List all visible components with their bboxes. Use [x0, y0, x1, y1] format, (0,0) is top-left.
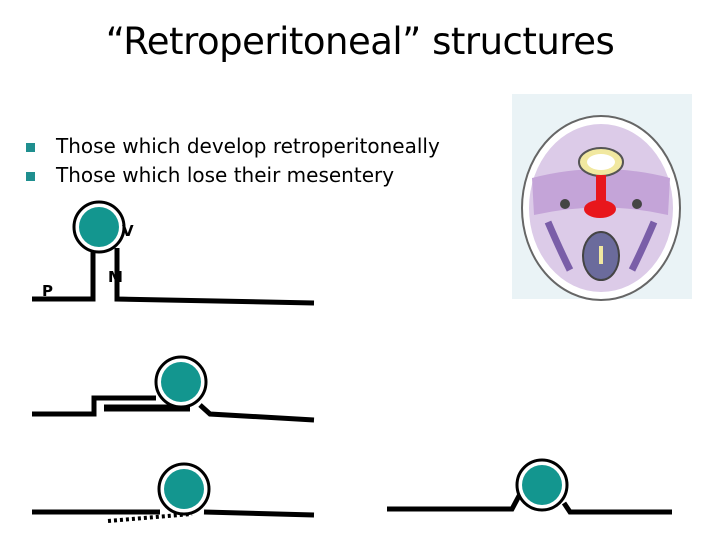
viscus [164, 469, 204, 509]
gut-lumen [599, 246, 603, 264]
embryo-cross-section [512, 94, 692, 301]
dorsal-mesentery [596, 175, 606, 207]
bullet-list: Those which develop retroperitoneally Th… [26, 132, 440, 190]
slide-title: “Retroperitoneal” structures [105, 20, 615, 63]
right-vessel [632, 199, 642, 209]
stage-mesentery-fusing [32, 355, 315, 423]
stage-retroperitoneal-viscus [32, 462, 315, 523]
viscus [522, 465, 562, 505]
right-body-wall [628, 220, 658, 272]
label-peritoneum: P [42, 282, 53, 300]
viscus [161, 362, 201, 402]
bullet-text: Those which develop retroperitoneally [56, 134, 440, 158]
left-vessel [560, 199, 570, 209]
square-bullet-icon [26, 172, 35, 181]
fusion-fascia-dotted-line [107, 512, 193, 523]
peritoneal-wall-line [32, 509, 315, 518]
aorta [584, 200, 616, 218]
viscus [79, 207, 119, 247]
neural-canal [587, 154, 615, 170]
bullet-text: Those which lose their mesentery [56, 163, 395, 187]
left-body-wall [544, 220, 574, 272]
bullet-item: Those which develop retroperitoneally [26, 132, 440, 161]
stage-retroperitoneal-viscus-right [387, 458, 672, 515]
square-bullet-icon [26, 143, 35, 152]
peritoneal-wall-line [32, 248, 315, 306]
label-viscus: V [122, 222, 134, 240]
stage-suspended-viscus: V M P [32, 200, 315, 306]
peritoneal-wall-line [32, 395, 315, 423]
peritoneal-wall-line [387, 492, 672, 515]
label-mesentery: M [108, 268, 123, 286]
bullet-item: Those which lose their mesentery [26, 161, 440, 190]
